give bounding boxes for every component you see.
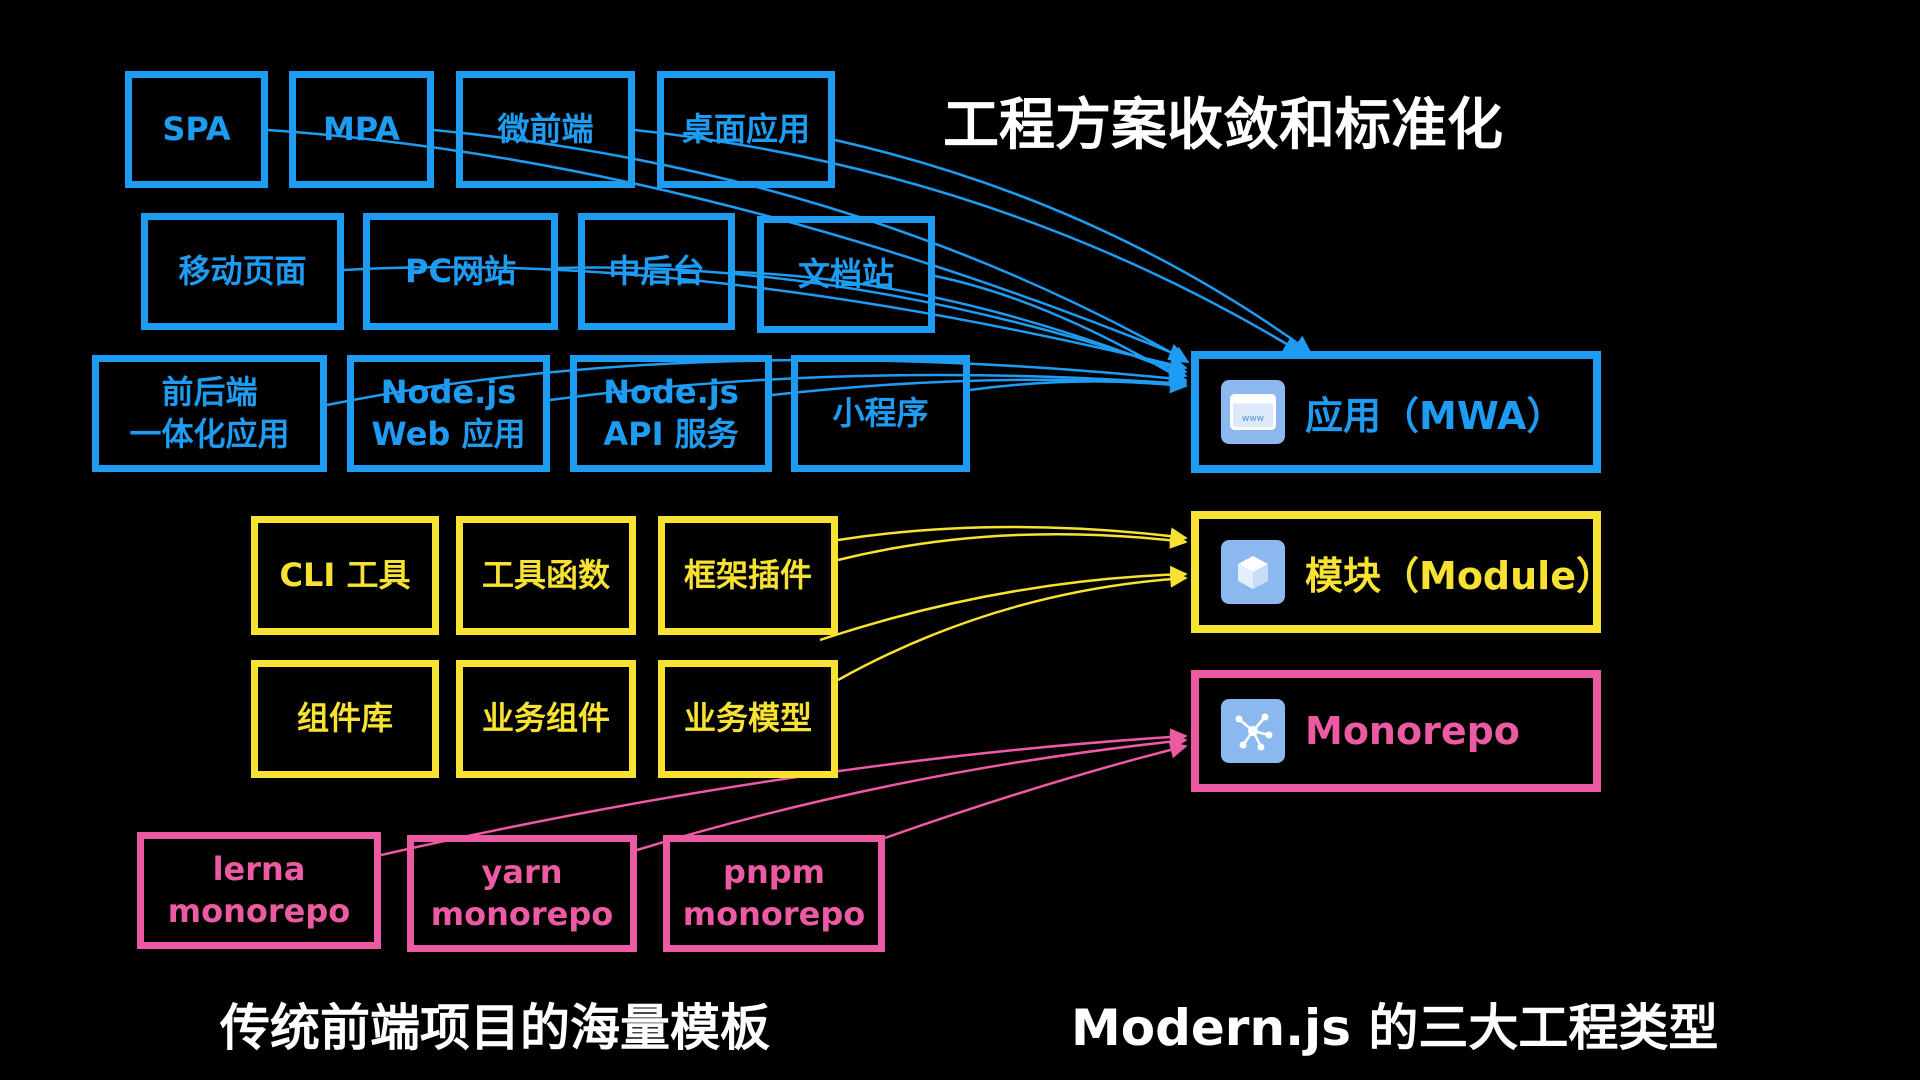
network-nodes-icon xyxy=(1221,699,1285,763)
template-spa: SPA xyxy=(125,71,268,188)
arrow-mini-program xyxy=(969,375,1188,394)
arrow-utility-functions xyxy=(837,531,1188,562)
target-application-mwa: www 应用（MWA） xyxy=(1191,351,1601,473)
caption-left: 传统前端项目的海量模板 xyxy=(220,999,770,1057)
web-window-icon: www xyxy=(1221,380,1285,444)
template-pc-website: PC网站 xyxy=(363,213,558,330)
arrow-pnpm xyxy=(884,741,1188,840)
template-pnpm-monorepo: pnpm monorepo xyxy=(663,835,885,952)
template-cli-tool: CLI 工具 xyxy=(251,516,439,635)
template-business-model: 业务模型 xyxy=(658,660,838,778)
cube-icon xyxy=(1221,540,1285,604)
template-micro-frontend: 微前端 xyxy=(456,71,635,188)
template-framework-plugin: 框架插件 xyxy=(658,516,838,635)
template-lerna-monorepo: lerna monorepo xyxy=(137,832,381,949)
arrow-business-model xyxy=(837,570,1188,682)
template-nodejs-web-app: Node.js Web 应用 xyxy=(347,355,550,472)
arrow-framework-plugin xyxy=(837,525,1188,545)
target-module-label: 模块（Module） xyxy=(1305,553,1614,598)
diagram-title: 工程方案收敛和标准化 xyxy=(943,93,1503,158)
template-docs-site: 文档站 xyxy=(757,216,935,333)
target-application-label: 应用（MWA） xyxy=(1305,393,1565,438)
arrow-business-component xyxy=(819,565,1188,642)
arrow-docs-site xyxy=(934,274,1188,384)
template-utility-functions: 工具函数 xyxy=(456,516,636,635)
target-module: 模块（Module） xyxy=(1191,511,1614,633)
template-nodejs-api-service: Node.js API 服务 xyxy=(570,355,772,472)
template-mini-program: 小程序 xyxy=(791,355,970,472)
target-monorepo: Monorepo xyxy=(1191,670,1601,792)
template-business-component: 业务组件 xyxy=(456,660,636,778)
svg-text:www: www xyxy=(1242,414,1264,424)
template-mobile-page: 移动页面 xyxy=(141,213,344,330)
target-monorepo-label: Monorepo xyxy=(1305,709,1520,753)
template-mpa: MPA xyxy=(289,71,434,188)
caption-right: Modern.js 的三大工程类型 xyxy=(1071,999,1719,1057)
template-component-library: 组件库 xyxy=(251,660,439,778)
template-fullstack-app: 前后端 一体化应用 xyxy=(92,355,327,472)
template-admin-console: 中后台 xyxy=(578,213,735,330)
template-yarn-monorepo: yarn monorepo xyxy=(407,835,637,952)
template-desktop-app: 桌面应用 xyxy=(657,71,835,188)
